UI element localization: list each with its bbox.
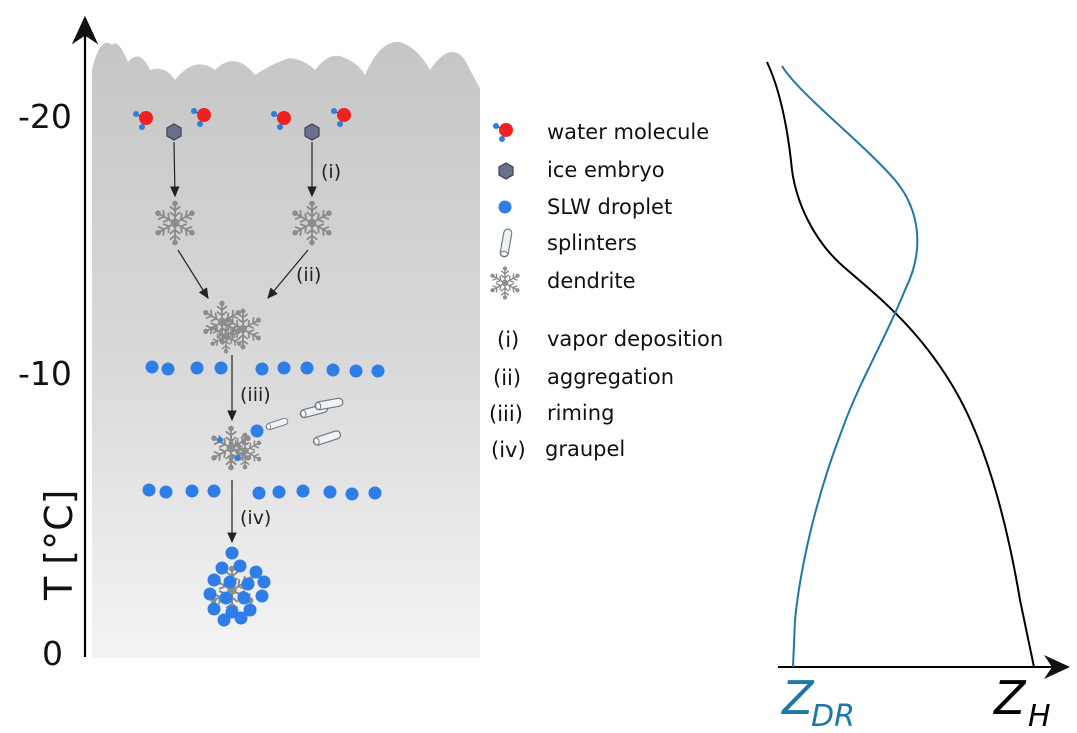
zdr-axis-label: Z DR (780, 671, 855, 733)
splinter-icon (499, 227, 513, 259)
legend: water molecule ice embryo SLW droplet sp… (489, 120, 723, 462)
zdr-profile-curve (781, 65, 919, 668)
legend-code-iv: (iv) (491, 438, 526, 462)
cloud-body (92, 41, 480, 658)
zh-profile-curve (766, 61, 1035, 668)
tick-minus10: -10 (18, 354, 72, 393)
axis-title-temperature: T [°C] (37, 490, 81, 601)
legend-label-ice-embryo: ice embryo (547, 158, 665, 182)
slw-droplet-row-upper (145, 360, 385, 378)
legend-label-splinters: splinters (547, 231, 637, 255)
tick-0: 0 (42, 634, 63, 673)
step-label-iv: (iv) (240, 507, 271, 529)
svg-text:DR: DR (811, 699, 855, 733)
legend-label-aggregation: aggregation (547, 365, 674, 389)
slw-droplet-icon (498, 200, 512, 214)
ice-embryo-icon (498, 162, 514, 180)
legend-label-dendrite: dendrite (547, 269, 636, 293)
dendrite-icon (490, 267, 521, 299)
svg-text:Z: Z (780, 671, 815, 725)
legend-label-vapor-deposition: vapor deposition (547, 327, 723, 351)
legend-label-riming: riming (547, 401, 614, 425)
ice-embryo-icon (304, 123, 320, 141)
step-label-ii: (ii) (296, 264, 321, 286)
legend-code-ii: (ii) (493, 366, 521, 390)
legend-label-water-molecule: water molecule (547, 120, 709, 144)
zh-axis-label: Z H (992, 671, 1051, 733)
rimed-particle-icon (210, 424, 264, 470)
legend-label-graupel: graupel (545, 437, 625, 461)
legend-code-i: (i) (497, 328, 519, 352)
step-label-iii: (iii) (240, 384, 271, 406)
svg-text:H: H (1028, 699, 1051, 733)
water-molecule-icon (492, 122, 514, 143)
arrow-aggregation-right (267, 249, 309, 299)
ice-embryo-icon (166, 123, 182, 141)
arrow-deposition-left (170, 141, 180, 198)
legend-code-iii: (iii) (489, 402, 523, 426)
legend-label-slw-droplet: SLW droplet (547, 195, 672, 219)
step-label-i: (i) (321, 161, 341, 183)
slw-droplet-row-lower (142, 483, 382, 501)
svg-text:Z: Z (992, 671, 1027, 725)
arrow-aggregation-left (177, 249, 209, 300)
tick-minus20: -20 (18, 97, 72, 136)
graupel-icon (203, 546, 271, 627)
